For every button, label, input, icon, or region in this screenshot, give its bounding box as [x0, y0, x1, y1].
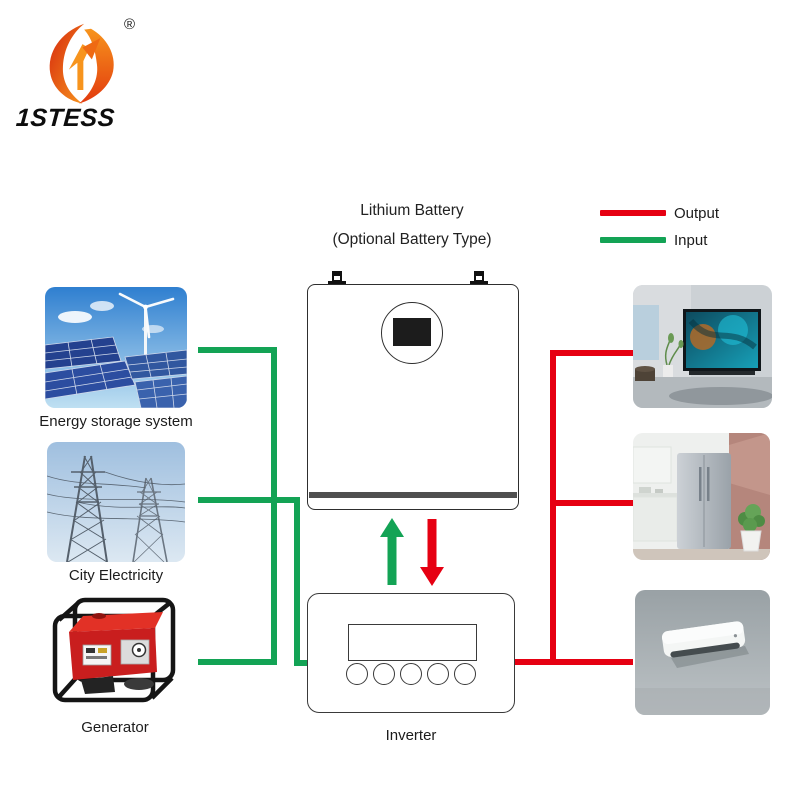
registered-trademark: ®	[124, 16, 136, 33]
air-conditioner-illustration	[635, 590, 770, 715]
battery-display-screen-icon	[393, 318, 431, 346]
inverter-label: Inverter	[385, 727, 437, 744]
refrigerator-icon	[677, 453, 731, 549]
legend-input-swatch	[600, 237, 666, 243]
output-line-tv-horizontal	[550, 350, 633, 356]
inverter-button-icon	[427, 663, 449, 685]
refrigerator-illustration	[633, 433, 770, 560]
green-up-arrow-icon	[380, 518, 404, 585]
transmission-tower-icon	[66, 455, 108, 562]
input-line-drop-vertical	[294, 497, 300, 666]
diagram-subtitle: (Optional Battery Type)	[332, 231, 492, 248]
houseplant-icon	[663, 333, 684, 377]
city-electricity-photo	[47, 442, 185, 562]
input-line-bus-vertical	[271, 347, 277, 665]
inverter-buttons-row	[346, 663, 476, 685]
inverter-display-icon	[348, 624, 477, 661]
generator-body-icon	[69, 612, 163, 694]
kitchen-cabinets-icon	[633, 446, 679, 542]
battery-terminal-right-icon	[470, 271, 488, 284]
battery-terminal-left-icon	[328, 271, 346, 284]
potted-plant-icon	[738, 504, 765, 552]
tv-photo	[633, 285, 772, 408]
inverter-button-icon	[346, 663, 368, 685]
input-line-generator-horizontal	[198, 659, 277, 665]
generator-label: Generator	[81, 719, 149, 736]
battery-inverter-flow-arrows	[380, 518, 444, 586]
television-icon	[683, 309, 761, 375]
energy-storage-system-label: Energy storage system	[39, 413, 193, 430]
input-line-grid-horizontal	[198, 497, 300, 503]
tv-illustration	[633, 285, 772, 408]
input-line-solar-horizontal	[198, 347, 277, 353]
inverter-button-icon	[400, 663, 422, 685]
output-line-inverter-horizontal	[515, 659, 633, 665]
legend-output-label: Output	[674, 205, 720, 222]
red-down-arrow-icon	[420, 519, 444, 586]
air-conditioner-photo	[635, 590, 770, 715]
inverter-button-icon	[454, 663, 476, 685]
legend-output-swatch	[600, 210, 666, 216]
solar-wind-illustration	[45, 287, 187, 408]
city-electricity-label: City Electricity	[68, 567, 164, 584]
energy-storage-system-photo	[45, 287, 187, 408]
solar-panels-icon	[45, 336, 187, 408]
inverter-button-icon	[373, 663, 395, 685]
legend-input-label: Input	[674, 232, 708, 249]
flame-logo-icon	[49, 23, 114, 104]
wind-turbine-icon	[118, 292, 175, 356]
brand-wordmark: 1STESS	[15, 104, 116, 132]
input-line-inverter-stub	[294, 660, 310, 666]
air-conditioner-icon	[661, 621, 746, 658]
generator-illustration	[43, 588, 188, 712]
generator-photo	[43, 588, 188, 712]
output-line-bus-vertical	[550, 350, 556, 665]
output-line-fridge-horizontal	[550, 500, 633, 506]
refrigerator-photo	[633, 433, 770, 560]
side-table-icon	[635, 366, 655, 381]
battery-base-band-icon	[309, 492, 517, 498]
diagram-title: Lithium Battery	[360, 202, 464, 219]
transmission-towers-illustration	[47, 442, 185, 562]
